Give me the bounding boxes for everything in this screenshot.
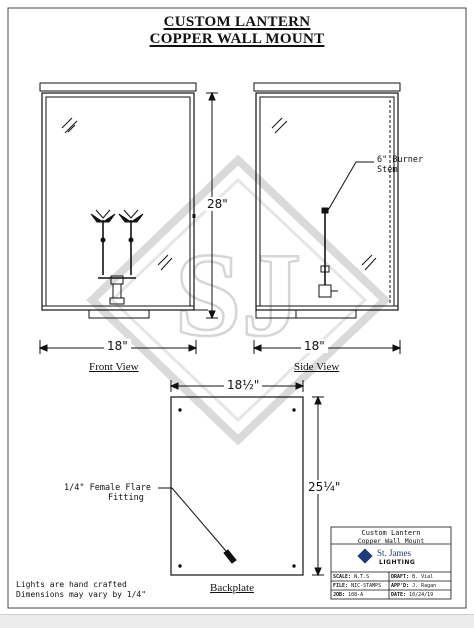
brand-subtitle: LIGHTING xyxy=(379,559,416,566)
tb-file: FILE: NIC-STAMPS xyxy=(333,583,382,589)
backplate-drawing xyxy=(158,380,324,577)
front-view-drawing xyxy=(38,82,218,354)
craft-notes: Lights are hand crafted Dimensions may v… xyxy=(16,580,147,599)
backplate-height-dim: 25¼" xyxy=(306,480,343,494)
backplate-width-dim: 18½" xyxy=(224,378,263,392)
brand-name: St. James xyxy=(377,548,412,558)
svg-text:SJ: SJ xyxy=(175,228,302,361)
tb-date: DATE: 10/24/19 xyxy=(391,592,434,598)
side-view-label: Side View xyxy=(294,361,340,373)
title-block-frame xyxy=(330,526,452,600)
tb-scale: SCALE: N.T.S xyxy=(333,574,370,580)
tb-draft: DRAFT: B. Vial xyxy=(391,574,434,580)
side-width-dim: 18" xyxy=(301,339,328,353)
flare-fitting-callout: 1/4" Female Flare Fitting xyxy=(64,483,151,503)
burner-stem-callout: 6" Burner Stem xyxy=(377,155,424,175)
sheet-border xyxy=(7,7,467,609)
tb-job: JOB: 108-A xyxy=(333,592,364,598)
drawing-title-line2: COPPER WALL MOUNT xyxy=(149,31,325,47)
front-width-dim: 18" xyxy=(104,339,131,353)
brand-logo-icon xyxy=(357,548,373,564)
height-dim: 28" xyxy=(205,197,230,211)
watermark-logo: SJ xyxy=(86,154,391,446)
front-view-label: Front View xyxy=(89,361,139,373)
title-block-title: Custom Lantern Copper Wall Mount xyxy=(357,529,425,545)
drawing-title-line1: CUSTOM LANTERN xyxy=(163,14,311,30)
tb-approved: APP'D: J. Ragan xyxy=(391,583,437,589)
viewer-bottom-strip xyxy=(0,614,474,628)
backplate-label: Backplate xyxy=(210,582,254,594)
